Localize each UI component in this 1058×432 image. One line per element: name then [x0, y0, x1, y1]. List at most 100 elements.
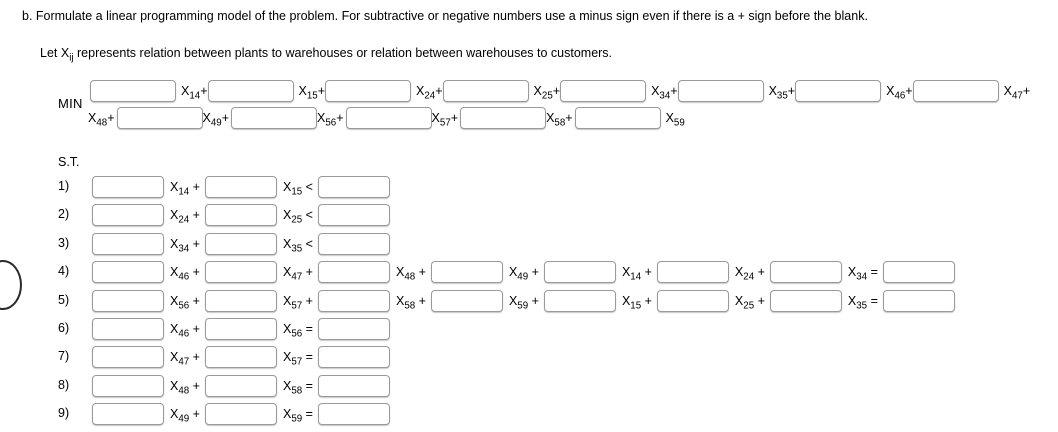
- objective-label: MIN: [58, 96, 83, 111]
- objective-term-line2-1: X48+: [88, 111, 115, 129]
- constraint-4-term-1: X46 +: [170, 265, 200, 283]
- objective-blank-line1-3[interactable]: [325, 80, 412, 102]
- constraint-index: 3): [58, 235, 70, 250]
- constraint-4-blank-7[interactable]: [769, 261, 842, 284]
- constraint-2-term-1: X24 +: [170, 208, 200, 226]
- objective-blank-line2-4[interactable]: [460, 107, 547, 129]
- constraint-2-rhs-blank[interactable]: [317, 204, 390, 227]
- objective-blank-line2-1[interactable]: [116, 107, 203, 129]
- constraint-4-blank-4[interactable]: [430, 261, 503, 284]
- constraint-6-blank-2[interactable]: [204, 317, 277, 340]
- constraint-row: 9)X49 +X59 =: [0, 403, 1058, 431]
- variable-definition-suffix: represents relation between plants to wa…: [73, 46, 613, 60]
- constraint-index: 5): [58, 292, 70, 307]
- constraint-1-blank-2[interactable]: [204, 176, 277, 198]
- constraint-8-blank-2[interactable]: [204, 374, 277, 397]
- constraint-9-blank-1[interactable]: [92, 403, 164, 426]
- constraint-8-term-1: X48 +: [170, 378, 200, 397]
- objective-blank-line1-2[interactable]: [207, 80, 294, 102]
- constraint-3-rhs-blank[interactable]: [317, 232, 390, 255]
- constraint-8-blank-1[interactable]: [92, 374, 164, 397]
- constraint-index: 4): [58, 264, 70, 279]
- constraint-6-blank-1[interactable]: [92, 317, 164, 340]
- constraint-index: 1): [58, 179, 70, 193]
- constraint-5-blank-7[interactable]: [769, 289, 842, 312]
- constraint-2-term-2: X25 <: [282, 208, 313, 226]
- constraint-1-blank-1[interactable]: [92, 176, 164, 198]
- constraint-body: X14 + X15 <: [92, 176, 390, 198]
- objective-blank-line1-6[interactable]: [677, 80, 764, 102]
- constraint-9-blank-2[interactable]: [204, 403, 277, 426]
- constraint-5-blank-3[interactable]: [317, 289, 390, 312]
- constraint-7-blank-2[interactable]: [204, 346, 277, 369]
- constraint-index: 7): [58, 349, 70, 364]
- constraint-7-rhs-blank[interactable]: [317, 346, 390, 369]
- constraint-1-term-2: X15 <: [282, 180, 313, 198]
- constraint-body: X49 + X59 =: [92, 403, 390, 426]
- objective-blank-line2-3[interactable]: [345, 107, 432, 129]
- constraint-index: 2): [58, 207, 70, 222]
- constraint-4-term-3: X48 +: [395, 265, 426, 283]
- objective-blank-line1-1[interactable]: [90, 80, 176, 102]
- objective-term-line1-2: X15+: [298, 84, 326, 102]
- constraint-4-term-5: X14 +: [621, 265, 652, 283]
- objective-blank-line1-7[interactable]: [795, 80, 882, 102]
- objective-term-line1-3: X24+: [416, 84, 443, 102]
- objective-function-block: MIN X14+X15+X24+X25+X34+X35+X46+X47+ X48…: [0, 80, 1058, 138]
- objective-term-line2-5: X58+: [546, 111, 573, 129]
- constraint-body: X56 +X57 +X58 +X59 +X15 +X25 +X35 =: [92, 289, 955, 312]
- constraint-5-term-2: X57 +: [282, 293, 313, 312]
- constraint-4-blank-5[interactable]: [543, 261, 616, 284]
- objective-term-line1-7: X46+: [886, 84, 913, 102]
- constraint-4-term-4: X49 +: [508, 265, 539, 283]
- constraint-body: X34 +X35 <: [92, 232, 390, 255]
- constraint-body: X48 +X58 =: [92, 374, 390, 397]
- constraint-4-blank-2[interactable]: [204, 261, 277, 284]
- constraint-5-term-4: X59 +: [508, 293, 539, 312]
- constraint-5-blank-2[interactable]: [204, 289, 277, 312]
- objective-blank-line2-5[interactable]: [574, 107, 661, 129]
- constraint-2-blank-2[interactable]: [204, 204, 277, 227]
- constraint-5-blank-5[interactable]: [543, 289, 616, 312]
- constraint-5-blank-4[interactable]: [430, 289, 503, 312]
- constraint-3-blank-1[interactable]: [92, 232, 164, 255]
- constraint-9-term-2: X59 =: [282, 407, 313, 425]
- constraint-4-rhs-blank[interactable]: [882, 261, 955, 284]
- constraint-4-blank-3[interactable]: [317, 261, 390, 284]
- constraint-4-blank-6[interactable]: [656, 261, 729, 284]
- constraint-6-rhs-blank[interactable]: [317, 317, 390, 340]
- constraint-row: 5)X56 +X57 +X58 +X59 +X15 +X25 +X35 =: [0, 289, 1058, 318]
- constraint-3-blank-2[interactable]: [204, 232, 277, 255]
- subject-to-label: S.T.: [58, 155, 80, 169]
- constraint-4-term-6: X24 +: [734, 265, 765, 283]
- objective-blank-line1-8[interactable]: [912, 80, 999, 102]
- constraint-1-term-1: X14 +: [170, 180, 200, 198]
- objective-term-line2-2: X49+: [202, 111, 230, 129]
- constraint-5-term-1: X56 +: [170, 293, 200, 312]
- objective-blank-line1-4[interactable]: [442, 80, 529, 102]
- constraint-body: X24 + X25 <: [92, 204, 390, 227]
- constraint-8-rhs-blank[interactable]: [317, 374, 390, 397]
- constraint-5-term-6: X25 +: [734, 293, 765, 312]
- objective-blank-line1-5[interactable]: [560, 80, 647, 102]
- constraint-7-blank-1[interactable]: [92, 346, 164, 369]
- constraint-body: X47 +X57 =: [92, 346, 390, 369]
- constraint-5-blank-6[interactable]: [656, 289, 729, 312]
- variable-definition-text: Let Xij represents relation between plan…: [40, 45, 613, 63]
- constraint-row: 2) X24 + X25 <: [0, 204, 1058, 232]
- objective-line-1: X14+X15+X24+X25+X34+X35+X46+X47+: [90, 80, 1030, 102]
- constraint-9-term-1: X49 +: [170, 407, 200, 425]
- instruction-text: b. Formulate a linear programming model …: [22, 9, 868, 23]
- constraint-1-rhs-blank[interactable]: [317, 176, 390, 198]
- objective-term-line2-3: X56+: [317, 111, 344, 129]
- constraint-body: X46 +X47 +X48 +X49 +X14 +X24 +X34 =: [92, 261, 955, 284]
- constraint-9-rhs-blank[interactable]: [317, 403, 390, 426]
- constraint-5-rhs-blank[interactable]: [882, 289, 955, 312]
- constraint-5-blank-1[interactable]: [92, 289, 164, 312]
- constraint-2-blank-1[interactable]: [92, 204, 164, 227]
- constraint-4-blank-1[interactable]: [92, 261, 164, 284]
- objective-term-line1-4: X25+: [533, 84, 561, 102]
- constraints-list: 1) X14 + X15 < 2) X24 + X25 < 3) X34 +X35 < 4) X4…: [0, 176, 1058, 432]
- objective-blank-line2-2[interactable]: [231, 107, 318, 129]
